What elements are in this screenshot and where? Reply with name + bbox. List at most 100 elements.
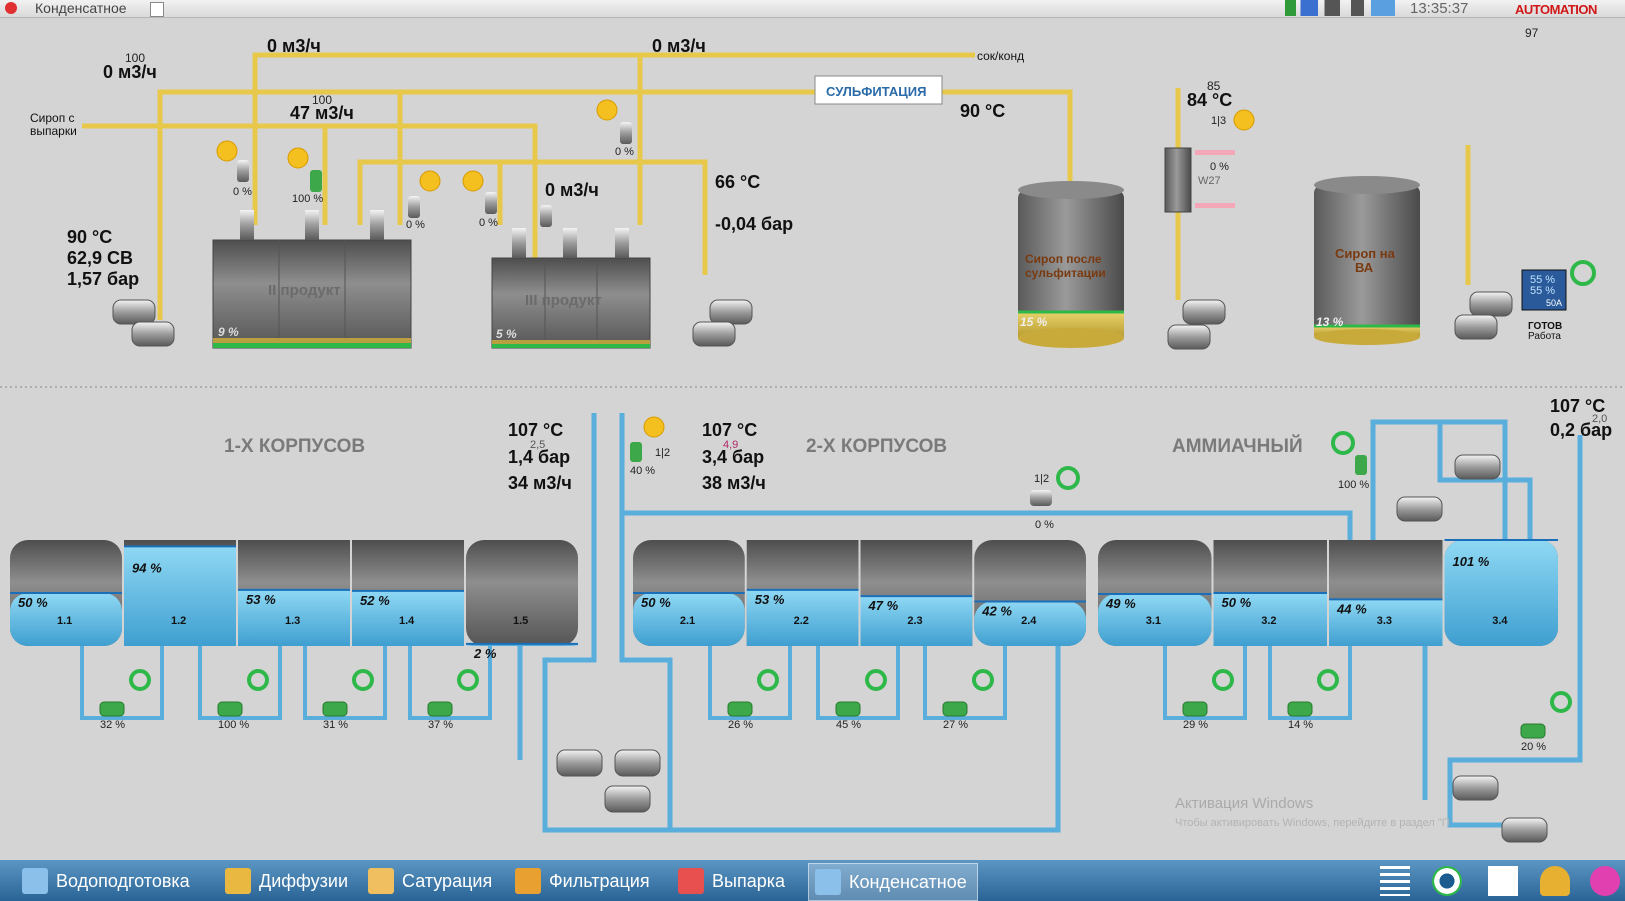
pump-icon [1452,775,1499,801]
pump-icon [614,749,661,777]
refresh-icon[interactable] [1056,466,1080,490]
tank-id: 1.3 [285,615,300,627]
control-panel[interactable] [1521,269,1567,311]
pump-2[interactable]: 100 % [217,669,269,731]
temp-90-right: 90 °C [960,101,1005,121]
va-tank-label: Сироп на [1335,246,1396,261]
tank-level: 44 % [1336,601,1367,616]
temp-66: 66 °C [715,172,760,192]
exit-icon[interactable] [1590,866,1620,896]
sulfitation-button-bg[interactable] [814,75,943,105]
refresh-icon [352,669,374,691]
tank-level: 52 % [360,593,390,608]
tank-1.4: 52 % 1.4 [352,540,464,646]
condensate-pumps[interactable]: 32 % 100 % 31 % 37 % 26 % 45 % 27 % 29 % 14 % 20 … [99,669,1572,753]
mid-valve-icon[interactable] [1030,490,1052,506]
tank-level: 49 % [1105,596,1136,611]
p2-press: 3,4 бар [702,447,764,467]
valve-mid-pct: 0 % [1035,519,1054,531]
pump-6[interactable]: 45 % [835,669,887,731]
p2-top: 4,9 [723,439,738,451]
ammonia-pumps[interactable] [556,454,1548,843]
temp-84: 84 °C [1187,90,1232,110]
tank-level: 42 % [981,603,1012,618]
tank-level: 50 % [18,595,48,610]
clock: 13:35:37 [1410,0,1469,17]
engineer-icon[interactable] [1540,866,1570,896]
tank-3.4: 101 %3.4 [1444,539,1558,646]
panel-val2: 55 % [1530,285,1555,297]
diffusion-icon [225,868,251,894]
water-pipes [517,413,1583,833]
tank-2.2: 53 %2.2 [746,540,859,646]
tab-diffusion[interactable]: Диффузии [225,863,348,899]
flow-mid: 0 м3/ч [545,180,599,200]
tab-saturation[interactable]: Сатурация [368,863,492,899]
valve-ammonia-pct: 100 % [1338,479,1369,491]
window-title: Конденсатное [35,0,127,16]
tab-evaporation[interactable]: Выпарка [678,863,785,899]
settings-icon[interactable] [1432,866,1462,896]
top-valves[interactable] [237,122,632,227]
refresh-icon [247,669,269,691]
pump-4[interactable]: 37 % [427,669,479,731]
tab-filtration[interactable]: Фильтрация [515,863,650,899]
tank-id: 3.4 [1492,615,1508,627]
water-icon [22,868,48,894]
tab-water-treatment[interactable]: Водоподготовка [22,863,190,899]
pump-5[interactable]: 26 % [727,669,779,731]
refresh-icon[interactable] [1570,260,1596,286]
close-dot-icon[interactable] [5,2,17,14]
top-pumps[interactable] [112,291,1513,350]
tank-id: 3.2 [1261,615,1276,627]
section-title-2: 2-Х КОРПУСОВ [806,436,947,457]
sulfitation-button[interactable]: СУЛЬФИТАЦИЯ [826,84,926,99]
tank-id: 1.4 [399,615,415,627]
tank3-level: 5 % [496,327,517,341]
logo: AUTOMATION [1515,2,1597,17]
syrup-from-label-2: выпарки [30,124,77,138]
pump-pct: 26 % [728,719,753,731]
tab-condensate[interactable]: Конденсатное [808,863,978,901]
tank-id: 2.3 [907,615,922,627]
panel-work: Работа [1528,330,1561,342]
valve-in-ratio: 1|2 [655,447,670,459]
flow-top-b: 0 м3/ч [652,36,706,56]
pump-pct: 14 % [1288,719,1313,731]
refresh-icon[interactable] [1331,431,1355,455]
pump-10[interactable]: 20 % [1520,691,1572,753]
section-title-1: 1-Х КОРПУСОВ [224,436,365,457]
tank-id: 2.1 [680,615,695,627]
menu-icon[interactable] [1380,866,1410,896]
refresh-icon [865,669,887,691]
ammonia-valve-icon[interactable] [1355,455,1367,475]
pump-icon [709,299,753,325]
valve-pct: 0 % [406,219,425,231]
hx-ratio: 1|3 [1211,115,1226,127]
tank-1.3: 53 % 1.3 [238,540,350,646]
tank-id: 3.3 [1377,615,1392,627]
pump-8[interactable]: 29 % [1182,669,1234,731]
tank-level: 53 % [246,592,276,607]
pump-3[interactable]: 31 % [322,669,374,731]
p3-temp: 107 °C [1550,396,1605,416]
watermark-1: Активация Windows [1175,795,1313,812]
p1-top: 2,5 [530,439,545,451]
sulf-tank-label-2: сульфитации [1025,266,1106,280]
condensate-tanks: 50 %1.194 %1.253 %1.352 %1.42 %1.550 %2.… [10,539,1558,661]
pump-9[interactable]: 14 % [1287,669,1339,731]
trend-icon[interactable] [1488,866,1518,896]
tank-id: 1.2 [171,615,186,627]
pump-7[interactable]: 27 % [942,669,994,731]
section-title-3: АММИАЧНЫЙ [1172,435,1303,457]
pump-1[interactable]: 32 % [99,669,151,731]
corner-value: 97 [1525,26,1539,40]
hand-icon [287,147,309,169]
panel-tag: 50А [1546,298,1562,308]
tank-2.4: 42 %2.4 [974,540,1086,646]
tank-3.1: 49 %3.1 [1098,540,1212,646]
inlet-valve-icon[interactable] [630,442,642,462]
refresh-icon [757,669,779,691]
panel-ready: ГОТОВ [1528,321,1562,332]
press-left: 1,57 бар [67,269,139,289]
